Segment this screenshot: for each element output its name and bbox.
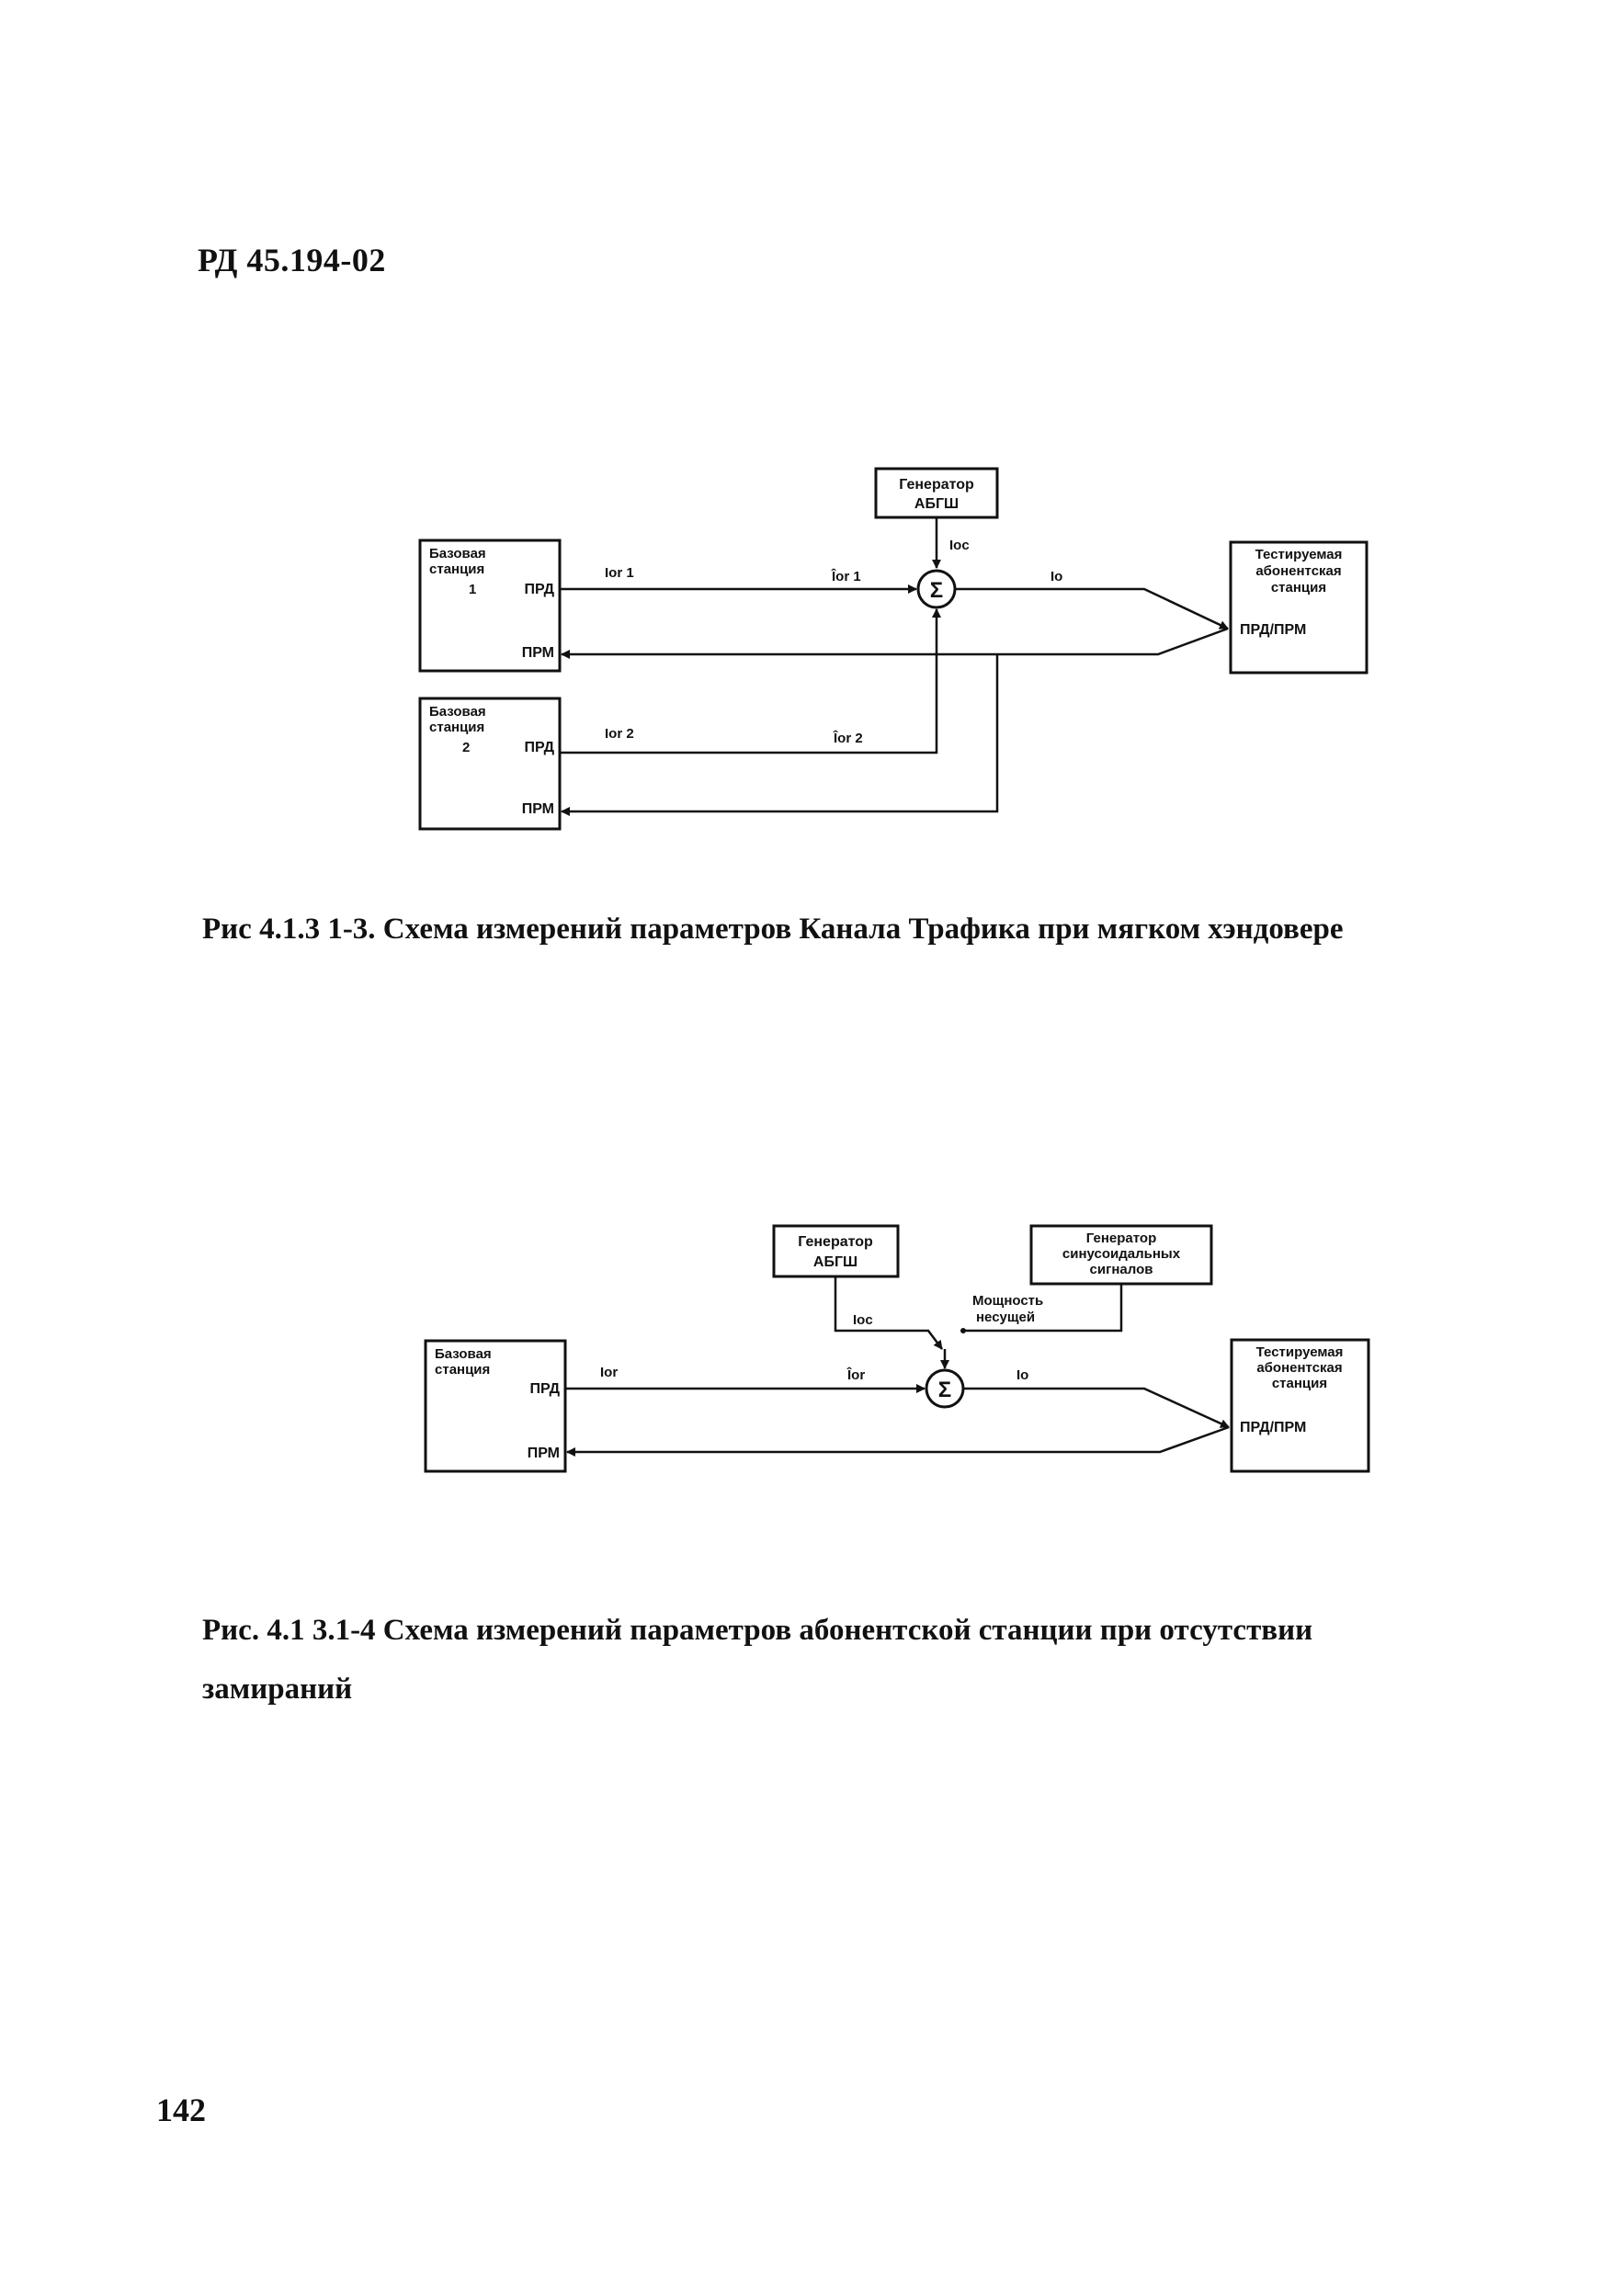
page-number: 142 [156,2092,206,2128]
bs1-rx-label: ПРМ [522,645,554,661]
bs2-label-1: Базовая [429,704,486,720]
awgn-generator-2-label-1: Генератор [798,1234,873,1250]
ioc-2-label: Ioc [853,1312,873,1328]
ior-label: Ior [600,1365,618,1380]
sine-generator-box: Генератор синусоидальных сигналов [1029,1224,1213,1286]
figure-1-diagram: Генератор АБГШ Ioc Σ Базовая станция 1 П… [418,467,1368,831]
carrier-power-label-2: несущей [976,1310,1035,1325]
figure-2-caption-line-1: Рис. 4.1 3.1-4 Схема измерений параметро… [202,1614,1313,1647]
sine-generator-label-1: Генератор [1086,1231,1156,1246]
bs2-rx-label: ПРМ [522,801,554,817]
bs1-label-1: Базовая [429,546,486,561]
terminal-2-label-3: станция [1272,1376,1327,1391]
awgn-generator-label-1: Генератор [899,477,974,493]
figure-2-caption-line-2: замираний [202,1673,353,1706]
bs-tx-label: ПРД [529,1381,560,1397]
summation-node-2: Σ [925,1368,965,1409]
awgn-generator-2-label-2: АБГШ [813,1254,857,1270]
awgn-generator-box: Генератор АБГШ [874,467,999,519]
bs-label-2: станция [435,1362,490,1378]
sigma-symbol: Σ [930,578,943,603]
terminal-txrx-label: ПРД/ПРМ [1240,622,1306,638]
terminal-under-test-box: Тестируемая абонентская станция ПРД/ПРМ [1229,540,1368,675]
ior2-hat-label: Îor 2 [833,730,863,746]
ior1-hat-label: Îor 1 [831,568,861,584]
sigma-symbol-2: Σ [938,1378,951,1402]
terminal-label-1: Тестируемая [1255,547,1343,562]
io-label: Io [1050,569,1062,584]
bs1-tx-label: ПРД [524,582,554,597]
terminal-label-3: станция [1271,580,1326,595]
ior2-label: Ior 2 [605,726,634,742]
terminal-2-txrx-label: ПРД/ПРМ [1240,1420,1306,1435]
ioc-label: Ioc [949,538,970,553]
bs2-number: 2 [462,740,470,755]
document-header: РД 45.194-02 [198,242,386,278]
terminal-2-label-1: Тестируемая [1256,1344,1344,1360]
awgn-generator-label-2: АБГШ [914,496,959,512]
io-2-label: Io [1016,1367,1028,1383]
terminal-label-2: абонентская [1255,563,1341,579]
base-station-1-box: Базовая станция 1 ПРД ПРМ [418,539,562,673]
bs1-label-2: станция [429,561,484,577]
summation-node: Σ [916,569,957,609]
sine-generator-label-2: синусоидальных [1062,1246,1181,1262]
bs1-number: 1 [469,582,476,597]
carrier-power-label-1: Мощность [972,1293,1043,1309]
terminal-2-label-2: абонентская [1256,1360,1342,1376]
bs2-tx-label: ПРД [524,740,554,755]
figure-1-caption: Рис 4.1.3 1-3. Схема измерений параметро… [202,913,1344,946]
terminal-under-test-2-box: Тестируемая абонентская станция ПРД/ПРМ [1230,1338,1370,1473]
base-station-box: Базовая станция ПРД ПРМ [424,1339,567,1473]
awgn-generator-2-box: Генератор АБГШ [772,1224,900,1278]
ior1-label: Ior 1 [605,565,634,581]
sine-generator-label-3: сигналов [1090,1262,1153,1277]
bs-label-1: Базовая [435,1346,492,1362]
ior-hat-label: Îor [846,1367,865,1383]
bs-rx-label: ПРМ [528,1446,560,1461]
base-station-2-box: Базовая станция 2 ПРД ПРМ [418,697,562,831]
bs2-label-2: станция [429,720,484,735]
